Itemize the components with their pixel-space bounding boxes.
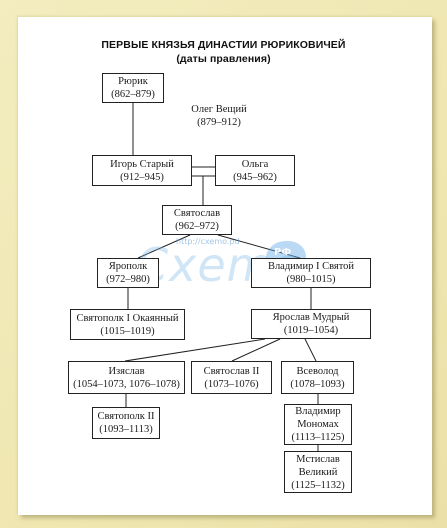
node-svyatoslav-dates: (962–972) bbox=[175, 221, 219, 232]
node-vsevolod-name: Всеволод bbox=[296, 365, 339, 377]
node-vladimir1: Владимир I Святой (980–1015) bbox=[251, 258, 371, 288]
link-yaroslav-svyatoslav2 bbox=[231, 338, 281, 362]
node-oleg: Олег Вещий (879–912) bbox=[183, 101, 255, 131]
node-vladimir1-name: Владимир I Святой bbox=[267, 261, 355, 272]
node-svyatoslav2-name: Святослав II bbox=[203, 365, 260, 377]
node-vladimir1-dates: (980–1015) bbox=[286, 274, 336, 285]
node-svyatopolk1: Святополк I Окаянный (1015–1019) bbox=[70, 309, 185, 340]
node-mstislav: Мстислав Великий (1125–1132) bbox=[284, 451, 352, 493]
node-izyaslav-name: Изяслав bbox=[108, 365, 145, 377]
diagram-subtitle: (даты правления) bbox=[176, 53, 271, 65]
node-svyatopolk2-name: Святополк II bbox=[97, 411, 155, 422]
node-olga: Ольга (945–962) bbox=[215, 155, 295, 186]
node-yaropolk-name: Ярополк bbox=[108, 261, 148, 272]
node-mstislav-line1: Мстислав bbox=[296, 453, 340, 465]
link-svyatoslav-vladimir bbox=[217, 234, 301, 259]
node-vsevolod-dates: (1078–1093) bbox=[290, 378, 345, 390]
node-igor: Игорь Старый (912–945) bbox=[92, 155, 192, 186]
node-igor-dates: (912–945) bbox=[120, 171, 164, 183]
node-monomakh-line2: Мономах bbox=[297, 419, 339, 430]
node-yaropolk-dates: (972–980) bbox=[106, 274, 150, 285]
node-izyaslav: Изяслав (1054–1073, 1076–1078) bbox=[68, 361, 185, 394]
node-yaroslav: Ярослав Мудрый (1019–1054) bbox=[251, 309, 371, 339]
link-svyatoslav-yaropolk bbox=[137, 234, 191, 259]
node-monomakh-dates: (1113–1125) bbox=[291, 432, 345, 443]
node-mstislav-dates: (1125–1132) bbox=[291, 479, 345, 491]
node-vsevolod: Всеволод (1078–1093) bbox=[281, 361, 354, 394]
node-svyatopolk1-name: Святополк I Окаянный bbox=[76, 312, 179, 324]
link-yaroslav-vsevolod bbox=[304, 338, 317, 362]
node-oleg-name: Олег Вещий bbox=[191, 104, 247, 115]
watermark-url: http://cxemo.pd bbox=[176, 237, 240, 246]
diagram-title: ПЕРВЫЕ КНЯЗЬЯ ДИНАСТИИ РЮРИКОВИЧЕЙ bbox=[101, 39, 346, 51]
node-izyaslav-dates: (1054–1073, 1076–1078) bbox=[73, 378, 180, 390]
node-oleg-dates: (879–912) bbox=[197, 117, 241, 128]
node-monomakh-line1: Владимир bbox=[295, 406, 341, 417]
node-igor-name: Игорь Старый bbox=[110, 158, 174, 170]
watermark-badge: РФ bbox=[274, 247, 292, 258]
node-mstislav-line2: Великий bbox=[298, 466, 338, 478]
node-svyatoslav2-dates: (1073–1076) bbox=[204, 378, 259, 390]
node-svyatopolk1-dates: (1015–1019) bbox=[100, 325, 155, 337]
node-svyatopolk2: Святополк II (1093–1113) bbox=[92, 407, 160, 439]
node-yaroslav-name: Ярослав Мудрый bbox=[272, 312, 350, 323]
node-ryurik-name: Рюрик bbox=[118, 76, 148, 87]
node-svyatoslav2: Святослав II (1073–1076) bbox=[191, 361, 272, 394]
node-svyatoslav-name: Святослав bbox=[173, 208, 221, 219]
node-olga-dates: (945–962) bbox=[233, 171, 277, 183]
node-olga-name: Ольга bbox=[241, 158, 269, 170]
node-yaropolk: Ярополк (972–980) bbox=[97, 258, 159, 288]
node-svyatoslav: Святослав (962–972) bbox=[162, 205, 232, 235]
node-ryurik-dates: (862–879) bbox=[111, 89, 155, 100]
node-monomakh: Владимир Мономах (1113–1125) bbox=[284, 404, 352, 445]
node-ryurik: Рюрик (862–879) bbox=[102, 73, 164, 103]
link-yaroslav-izyaslav bbox=[124, 338, 266, 362]
node-yaroslav-dates: (1019–1054) bbox=[283, 325, 339, 336]
node-svyatopolk2-dates: (1093–1113) bbox=[99, 424, 153, 435]
